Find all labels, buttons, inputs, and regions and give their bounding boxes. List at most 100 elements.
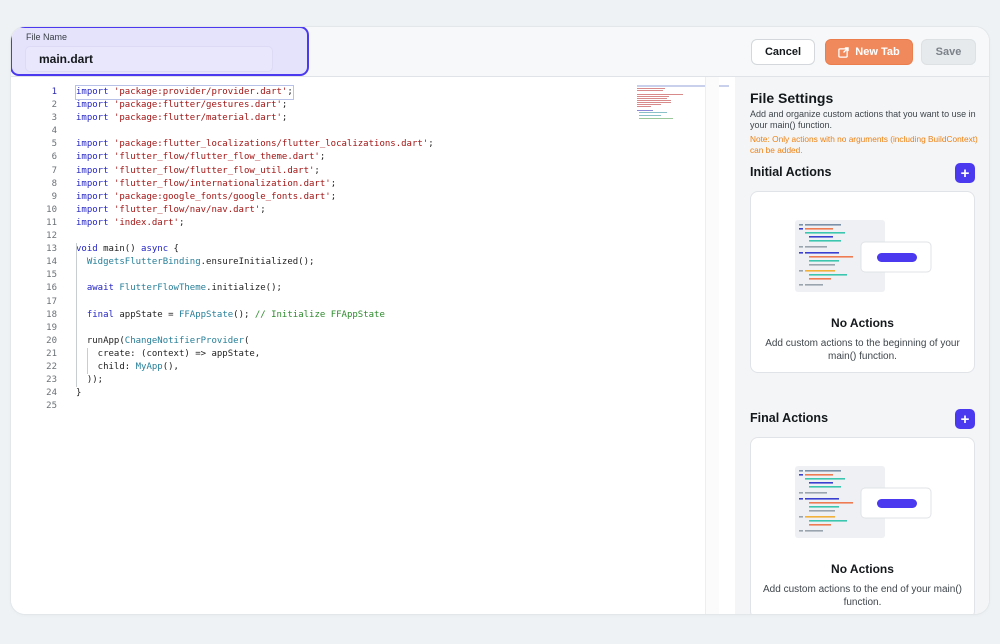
code-lines[interactable]: 1 import 'package:provider/provider.dart'…	[11, 84, 651, 413]
line-number: 20	[46, 335, 57, 346]
code-token: import	[76, 152, 109, 163]
code-token: import	[76, 87, 109, 97]
line-number: 22	[46, 361, 57, 372]
initial-actions-title: Initial Actions	[750, 165, 832, 179]
code-line[interactable]: 21 create: (context) => appState,	[11, 348, 651, 361]
code-token: 'package:google_fonts/google_fonts.dart'	[113, 191, 331, 202]
code-token	[76, 310, 87, 320]
code-token: {	[168, 244, 179, 255]
code-line[interactable]: 24}	[11, 387, 651, 400]
code-token	[76, 283, 87, 293]
line-number: 12	[46, 231, 57, 242]
add-final-action-button[interactable]: +	[955, 409, 975, 429]
new-tab-button[interactable]: New Tab	[825, 39, 913, 65]
code-token: await	[86, 283, 114, 294]
code-text: import 'package:provider/provider.dart';	[75, 84, 294, 101]
code-token: final	[86, 309, 114, 320]
file-settings-note: Note: Only actions with no arguments (in…	[750, 134, 978, 155]
code-token: .ensureInitialized();	[200, 257, 315, 268]
code-line[interactable]: 18 final appState = FFAppState(); // Ini…	[11, 309, 651, 322]
code-text: void main() async {	[76, 243, 179, 256]
line-number: 13	[46, 244, 57, 255]
code-token: appState =	[113, 309, 179, 320]
code-token: FFAppState	[178, 309, 234, 320]
indent-guide	[76, 243, 77, 387]
file-name-input[interactable]	[25, 46, 273, 72]
line-number: 25	[46, 401, 57, 412]
code-illustration-icon	[795, 466, 932, 538]
code-minimap[interactable]	[637, 85, 729, 121]
overview-ruler[interactable]	[705, 77, 719, 614]
code-text: WidgetsFlutterBinding.ensureInitialized(…	[76, 256, 315, 269]
code-line[interactable]: 1 import 'package:provider/provider.dart'…	[11, 84, 651, 101]
code-token: ;	[330, 178, 337, 189]
line-number: 8	[51, 178, 57, 189]
line-number: 21	[46, 348, 57, 359]
code-illustration-icon	[795, 220, 932, 292]
code-line[interactable]: 23 ));	[11, 374, 651, 387]
code-line[interactable]: 6 import 'flutter_flow/flutter_flow_theme…	[11, 151, 651, 164]
code-token: import	[76, 113, 109, 124]
file-settings-description: Add and organize custom actions that you…	[750, 109, 976, 130]
code-token: 'flutter_flow/flutter_flow_util.dart'	[113, 165, 315, 176]
code-token: import	[76, 217, 109, 228]
code-text: create: (context) => appState,	[76, 348, 261, 361]
code-line[interactable]: 22 child: MyApp(),	[11, 361, 651, 374]
line-number: 18	[46, 309, 57, 320]
line-number: 17	[46, 296, 57, 307]
final-actions-empty-description: Add custom actions to the end of your ma…	[763, 584, 962, 608]
line-number: 5	[51, 139, 57, 150]
code-line[interactable]: 13 void main() async {	[11, 243, 651, 256]
code-line[interactable]: 19	[11, 322, 651, 335]
line-number: 9	[51, 191, 57, 202]
code-token: ;	[319, 152, 326, 163]
code-token: 'flutter_flow/flutter_flow_theme.dart'	[113, 152, 320, 163]
code-token: import	[76, 204, 109, 215]
code-token: main()	[97, 244, 142, 255]
initial-actions-empty-description: Add custom actions to the beginning of y…	[765, 338, 960, 362]
code-line[interactable]: 16 await FlutterFlowTheme.initialize();	[11, 282, 651, 295]
code-text: import 'flutter_flow/nav/nav.dart';	[76, 204, 266, 217]
code-token: 'package:flutter/material.dart'	[113, 113, 282, 124]
code-line[interactable]: 12	[11, 230, 651, 243]
line-number: 11	[46, 217, 57, 228]
line-number: 19	[46, 322, 57, 333]
code-token: child:	[76, 361, 136, 372]
final-actions-empty-state: No Actions Add custom actions to the end…	[750, 437, 975, 614]
code-line[interactable]: 25	[11, 400, 651, 413]
code-token: 'index.dart'	[113, 217, 179, 228]
code-line[interactable]: 15	[11, 269, 651, 282]
code-line[interactable]: 17	[11, 296, 651, 309]
line-number: 3	[51, 113, 57, 124]
line-number: 2	[51, 100, 57, 111]
code-token: (	[244, 335, 250, 346]
code-token: WidgetsFlutterBinding	[86, 257, 201, 268]
code-line[interactable]: 4	[11, 125, 651, 138]
code-token: ;	[260, 204, 266, 215]
cancel-button[interactable]: Cancel	[751, 39, 815, 65]
code-token: ;	[330, 191, 337, 202]
code-line[interactable]: 20 runApp(ChangeNotifierProvider(	[11, 335, 651, 348]
code-token: import	[76, 165, 109, 176]
line-number: 1	[51, 87, 57, 97]
new-tab-button-label: New Tab	[855, 46, 900, 58]
code-editor[interactable]: 1 import 'package:provider/provider.dart'…	[11, 77, 729, 614]
line-number: 6	[51, 152, 57, 163]
save-button[interactable]: Save	[921, 39, 976, 65]
add-initial-action-button[interactable]: +	[955, 163, 975, 183]
line-number: 14	[46, 257, 57, 268]
cancel-button-label: Cancel	[764, 46, 802, 58]
code-line[interactable]: 14 WidgetsFlutterBinding.ensureInitializ…	[11, 256, 651, 269]
file-name-field-container: File Name	[11, 27, 309, 76]
code-token: 'package:flutter/gestures.dart'	[113, 100, 282, 111]
code-text: final appState = FFAppState(); // Initia…	[76, 309, 385, 322]
final-actions-title: Final Actions	[750, 411, 829, 425]
